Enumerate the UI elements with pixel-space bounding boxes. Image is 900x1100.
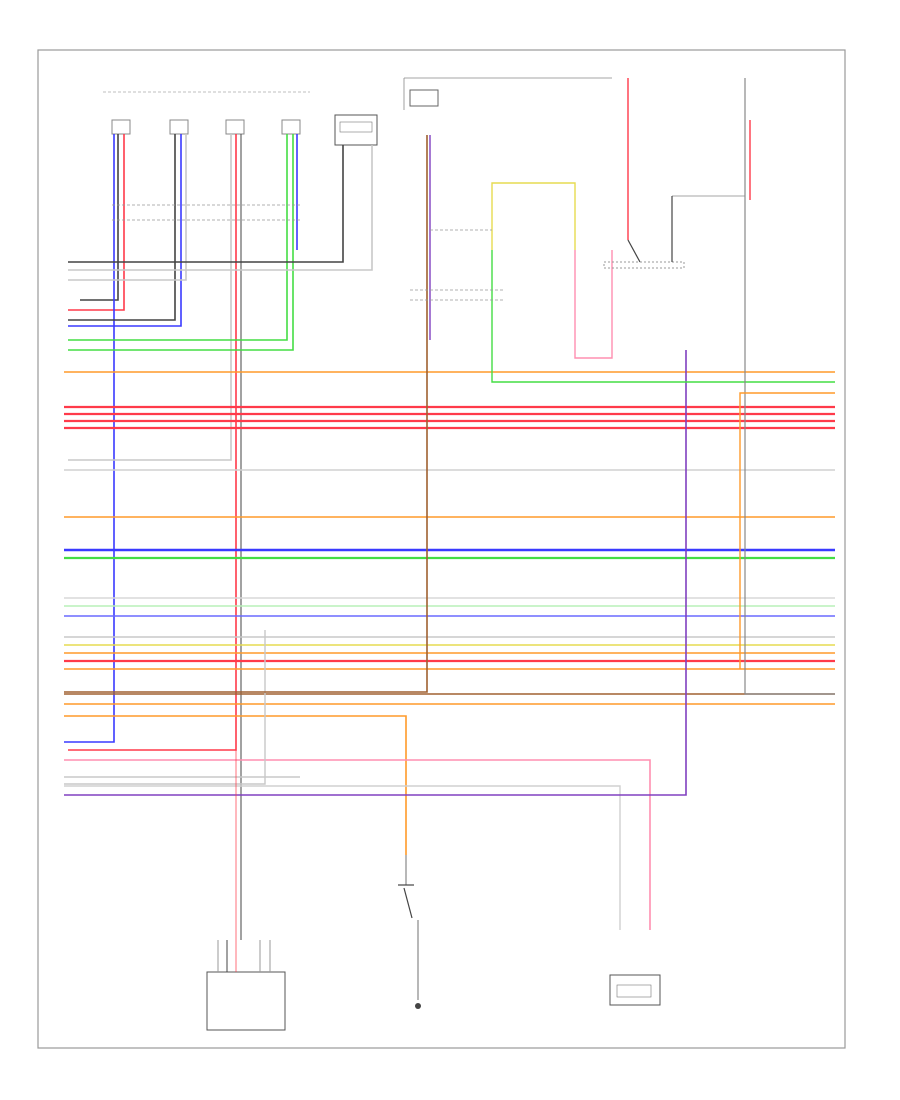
top-sensor [334,114,378,146]
diagram-frame [37,49,846,1049]
ground-symbol [415,1003,421,1009]
pressure-sensor-group [103,91,310,135]
sensor-2 [169,119,189,135]
bus-wires [64,350,835,930]
center-circuit [64,77,835,695]
sensor-3 [225,119,245,135]
sensor-4 [281,119,301,135]
bottom-switch [398,855,419,1000]
alternator [206,750,286,1031]
sensor-1 [111,119,131,135]
bottom-right-sensor [609,974,661,1006]
sensor-wires [64,134,373,940]
